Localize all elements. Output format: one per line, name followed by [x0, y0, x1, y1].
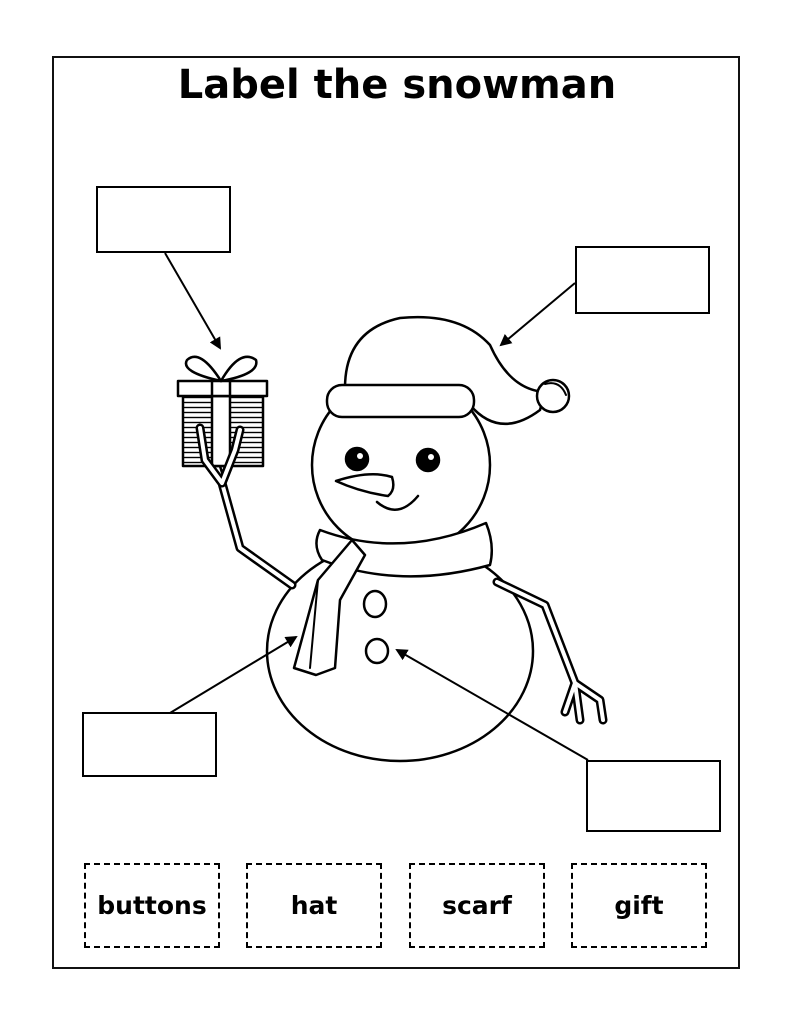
- word-card-gift[interactable]: gift: [571, 863, 707, 948]
- word-card-buttons[interactable]: buttons: [84, 863, 220, 948]
- snowman-mouth: [375, 494, 420, 511]
- hat-pompom: [535, 378, 571, 414]
- answer-box-buttons[interactable]: [586, 760, 721, 832]
- answer-box-scarf[interactable]: [82, 712, 217, 777]
- arrow-to-buttons: [395, 649, 589, 761]
- arrow-to-hat: [499, 282, 576, 347]
- snowman-nose: [334, 473, 395, 498]
- gift-box: [176, 355, 269, 468]
- arrow-to-scarf: [169, 635, 298, 714]
- answer-box-hat[interactable]: [575, 246, 710, 314]
- page-title: Label the snowman: [177, 62, 617, 108]
- snowman-eye-left: [344, 446, 370, 472]
- snowman-button-top: [362, 589, 388, 619]
- arrow-to-gift: [164, 252, 222, 350]
- snowman-eye-right: [415, 447, 441, 473]
- word-card-scarf[interactable]: scarf: [409, 863, 545, 948]
- snowman-hat: [343, 315, 547, 425]
- snowman-button-bottom: [364, 637, 390, 665]
- answer-box-gift[interactable]: [96, 186, 231, 253]
- worksheet-frame: [52, 56, 740, 969]
- word-card-hat[interactable]: hat: [246, 863, 382, 948]
